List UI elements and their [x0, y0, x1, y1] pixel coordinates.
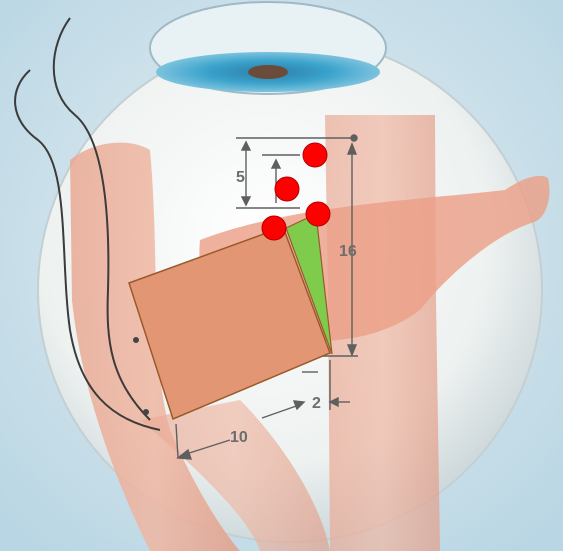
marker-dot-middle	[275, 177, 299, 201]
dimension-5-label: 5	[236, 169, 245, 186]
marker-dot-left	[262, 216, 286, 240]
marker-dot-top	[303, 143, 327, 167]
pupil	[248, 65, 288, 79]
dimension-16-label: 16	[339, 243, 357, 260]
insertion-dot-upper	[133, 337, 139, 343]
insertion-dot-lower	[143, 409, 149, 415]
dimension-2-label: 2	[312, 395, 321, 412]
marker-dot-right	[306, 202, 330, 226]
dimension-10-label: 10	[230, 429, 248, 446]
